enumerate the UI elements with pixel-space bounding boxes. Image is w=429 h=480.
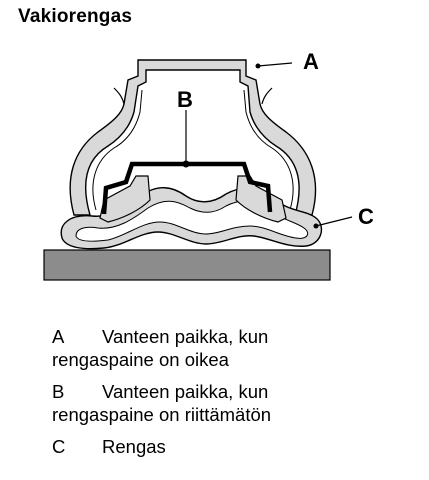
legend-line2: rengaspaine on riittämätön bbox=[52, 404, 272, 425]
legend-line1: C Rengas bbox=[52, 435, 412, 458]
legend-line1: A Vanteen paikka, kun bbox=[52, 325, 412, 348]
legend-letter: C bbox=[52, 436, 66, 457]
tire-normal-inner bbox=[92, 89, 143, 211]
legend: A Vanteen paikka, kun rengaspaine on oike… bbox=[52, 325, 412, 467]
tire-diagram: A B C bbox=[43, 49, 374, 281]
ground-surface bbox=[43, 249, 331, 281]
callout-label-a: A bbox=[303, 49, 319, 74]
leader-line-c bbox=[315, 216, 353, 227]
legend-text: Vanteen paikka, kun bbox=[102, 381, 269, 402]
legend-letter: B bbox=[52, 381, 65, 402]
rim-center-marker bbox=[182, 160, 190, 168]
callout-label-c: C bbox=[358, 204, 374, 229]
legend-line2: rengaspaine on oikea bbox=[52, 349, 229, 370]
rim-low-left bbox=[99, 175, 151, 223]
legend-text: Rengas bbox=[102, 436, 166, 457]
leader-dot-c bbox=[313, 223, 319, 229]
legend-item-b: B Vanteen paikka, kun rengaspaine on riit… bbox=[52, 380, 412, 426]
legend-text: Vanteen paikka, kun bbox=[102, 326, 269, 347]
callout-label-b: B bbox=[177, 87, 193, 112]
legend-line1: B Vanteen paikka, kun bbox=[52, 380, 412, 403]
leader-line-a bbox=[257, 62, 293, 67]
tire-normal-inner-right bbox=[243, 89, 294, 211]
tire-normal-bead-right bbox=[261, 87, 273, 105]
diagram-title: Vakiorengas bbox=[18, 6, 133, 27]
rim-low-right bbox=[235, 175, 287, 223]
legend-item-c: C Rengas bbox=[52, 435, 412, 458]
tire-normal-bead-left bbox=[113, 87, 125, 105]
legend-item-a: A Vanteen paikka, kun rengaspaine on oike… bbox=[52, 325, 412, 371]
leader-dot-a bbox=[255, 63, 261, 69]
legend-letter: A bbox=[52, 326, 65, 347]
